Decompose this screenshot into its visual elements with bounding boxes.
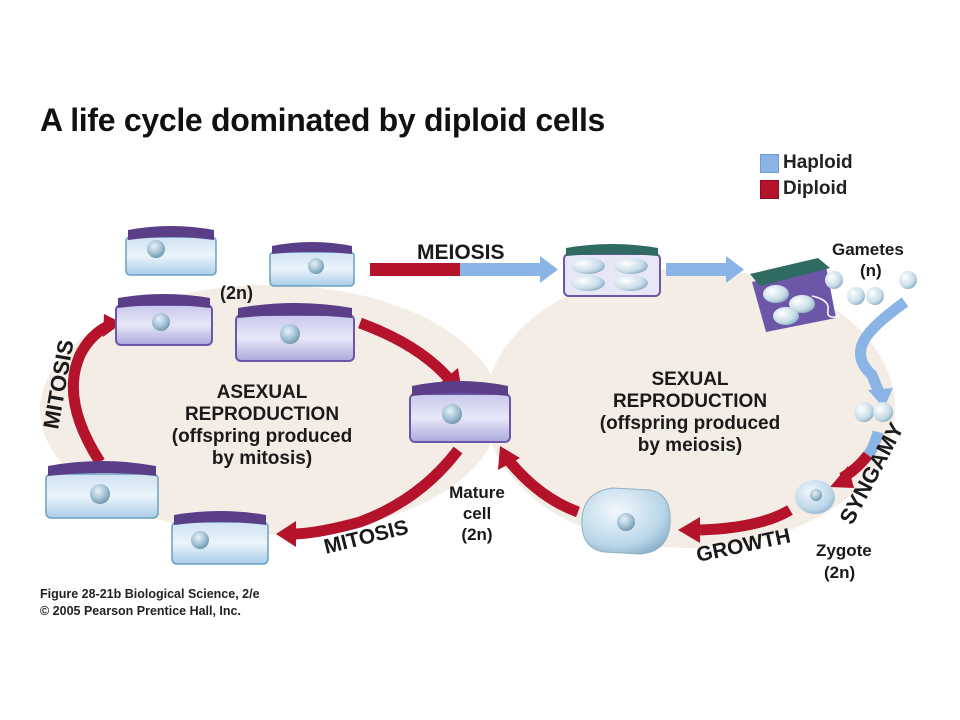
syngamy-arrow bbox=[830, 430, 884, 488]
mitosis-bottom-arrow bbox=[276, 446, 463, 547]
mature-cell-label: cell bbox=[463, 504, 491, 523]
mature-cell bbox=[409, 381, 511, 443]
legend-item-haploid: Haploid bbox=[760, 150, 853, 176]
cell-bottom-left bbox=[45, 461, 159, 519]
mature-label: Mature bbox=[449, 483, 505, 502]
two-n-label: (2n) bbox=[220, 283, 253, 303]
meiosis-cell bbox=[563, 244, 661, 297]
free-gametes bbox=[825, 271, 917, 305]
legend-label-diploid: Diploid bbox=[783, 178, 848, 199]
gametes-cell bbox=[750, 258, 841, 332]
meiosis-arrow bbox=[370, 256, 558, 283]
legend: Haploid Diploid bbox=[760, 150, 853, 202]
caption-line2: © 2005 Pearson Prentice Hall, Inc. bbox=[40, 604, 241, 618]
gametes-down-arrow bbox=[855, 297, 909, 408]
cell-bottom-middle bbox=[171, 511, 269, 565]
cell-left-upper bbox=[115, 294, 213, 346]
diploid-swatch bbox=[760, 179, 779, 199]
growth-arrow bbox=[678, 505, 793, 543]
sexual-line2: REPRODUCTION bbox=[613, 391, 767, 412]
gametes-n-label: (n) bbox=[860, 261, 882, 280]
zygote-label: Zygote bbox=[816, 541, 872, 560]
asexual-line2: REPRODUCTION bbox=[185, 404, 339, 425]
mature-2n-label: (2n) bbox=[461, 525, 492, 544]
figure-caption: Figure 28-21b Biological Science, 2/e © … bbox=[40, 586, 260, 620]
zygote-cell bbox=[795, 480, 835, 514]
sexual-line4: by meiosis) bbox=[638, 435, 743, 456]
cell-top-middle bbox=[269, 242, 355, 287]
asexual-line3: (offspring produced bbox=[172, 426, 352, 447]
cell-top-left bbox=[125, 226, 217, 276]
legend-item-diploid: Diploid bbox=[760, 176, 853, 202]
sexual-line3: (offspring produced bbox=[600, 413, 780, 434]
fusing-gametes bbox=[854, 402, 893, 422]
haploid-arrow-to-gametes bbox=[666, 256, 744, 283]
gametes-label: Gametes bbox=[832, 240, 904, 259]
meiosis-label: MEIOSIS bbox=[417, 241, 505, 264]
sexual-lobe bbox=[485, 268, 895, 548]
cell-middle-left bbox=[235, 303, 355, 362]
caption-line1: Figure 28-21b Biological Science, 2/e bbox=[40, 587, 260, 601]
asexual-line1: ASEXUAL bbox=[217, 382, 308, 403]
growing-cell bbox=[581, 487, 671, 555]
mitosis-left-arrow bbox=[67, 314, 122, 465]
to-mature-arrow bbox=[498, 446, 580, 518]
haploid-swatch bbox=[760, 153, 779, 173]
diagram-title: A life cycle dominated by diploid cells bbox=[40, 102, 606, 138]
sexual-line1: SEXUAL bbox=[651, 369, 728, 390]
asexual-line4: by mitosis) bbox=[212, 448, 312, 469]
legend-label-haploid: Haploid bbox=[783, 152, 853, 173]
zygote-2n-label: (2n) bbox=[824, 563, 855, 582]
